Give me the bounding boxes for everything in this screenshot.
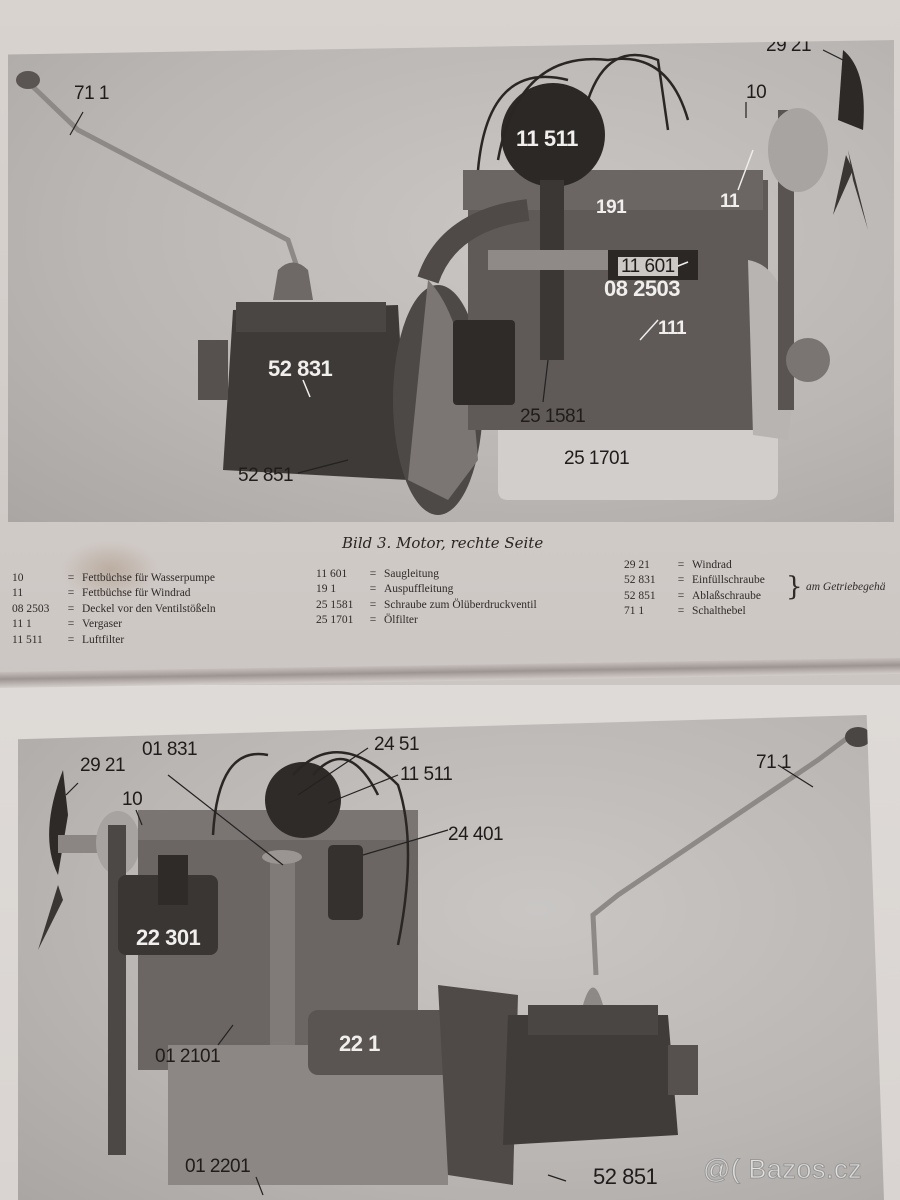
legend-part-number: 19 1 (316, 583, 337, 596)
callout-11-601: 11 601 (618, 257, 678, 276)
legend-part-number: 29 21 (624, 558, 650, 571)
legend-description: Fettbüchse für Windrad (82, 587, 191, 600)
legend-part-number: 10 (12, 571, 24, 584)
callout-29-21: 29 21 (766, 40, 812, 56)
equals-sign: = (677, 589, 685, 602)
figure-caption: Bild 3. Motor, rechte Seite (342, 534, 544, 552)
callout-22-301: 22 301 (136, 925, 201, 950)
callout-191: 191 (596, 197, 627, 218)
callout-08-2503: 08 2503 (604, 276, 681, 301)
legend-item: 29 21 = Windrad (624, 557, 765, 573)
legend-description: Luftfilter (82, 633, 125, 646)
callout-24-401: 24 401 (448, 824, 504, 845)
legend-description: Deckel vor den Ventilstößeln (82, 602, 216, 615)
equals-sign: = (369, 614, 377, 627)
callout-11-511: 11 511 (400, 764, 453, 785)
engine-left-side-photo: 29 21 01 831 10 24 51 11 511 24 401 22 3… (18, 715, 884, 1200)
legend-description: Fettbüchse für Wasserpumpe (82, 571, 215, 584)
engine-illustration (16, 49, 868, 515)
legend-item: 11 601 = Saugleitung (316, 566, 537, 582)
callout-52-851: 52 851 (238, 465, 294, 486)
legend-description: Schalthebel (692, 605, 746, 618)
legend-item: 11 511 = Luftfilter (12, 632, 216, 648)
callout-25-1701: 25 1701 (564, 448, 630, 469)
callout-71-1: 71 1 (756, 752, 791, 773)
legend-item: 11 = Fettbüchse für Windrad (12, 586, 216, 602)
legend-description: Ölfilter (384, 614, 418, 627)
watermark: @( Bazos.cz (703, 1154, 862, 1185)
legend-description: Ablaßschraube (692, 589, 761, 602)
legend-item: 52 831 = Einfüllschraube (624, 573, 765, 589)
legend-description: Auspuffleitung (384, 583, 454, 596)
equals-sign: = (67, 618, 75, 631)
legend-part-number: 52 851 (624, 589, 656, 602)
callout-25-1581: 25 1581 (520, 406, 586, 427)
paper-stain (60, 540, 160, 600)
legend-item: 08 2503 = Deckel vor den Ventilstößeln (12, 601, 216, 617)
legend-description: Windrad (692, 558, 732, 571)
legend-part-number: 11 1 (12, 618, 32, 631)
equals-sign: = (677, 574, 685, 587)
brace-symbol: } (786, 572, 803, 602)
equals-sign: = (67, 633, 75, 646)
legend-part-number: 11 511 (12, 633, 43, 646)
callout-01-831: 01 831 (142, 739, 198, 760)
legend-item: 52 851 = Ablaßschraube (624, 588, 765, 604)
legend-part-number: 25 1581 (316, 598, 354, 611)
legend-part-number: 25 1701 (316, 614, 354, 627)
equals-sign: = (369, 567, 377, 580)
legend-item: 11 1 = Vergaser (12, 617, 216, 633)
callout-10: 10 (746, 82, 767, 103)
brace-note: am Getriebegehä (806, 581, 886, 593)
callout-52-831: 52 831 (268, 356, 333, 381)
legend-item: 25 1701 = Ölfilter (316, 613, 537, 629)
callout-01-2101: 01 2101 (155, 1046, 221, 1067)
callout-10: 10 (122, 789, 143, 810)
legend-description: Vergaser (82, 618, 123, 631)
callout-11-511: 11 511 (516, 126, 578, 151)
equals-sign: = (67, 571, 75, 584)
equals-sign: = (369, 583, 377, 596)
legend-part-number: 71 1 (624, 605, 645, 618)
legend-item: 25 1581 = Schraube zum Ölüberdruckventil (316, 597, 537, 613)
callout-11: 11 (720, 191, 740, 212)
callout-111: 111 (658, 318, 687, 339)
callout-52-851: 52 851 (593, 1164, 658, 1189)
callout-22-1: 22 1 (339, 1031, 380, 1056)
legend-column-2: 11 601 = Saugleitung 19 1 = Auspuffleitung 2… (316, 566, 537, 628)
legend-item: 10 = Fettbüchse für Wasserpumpe (12, 570, 216, 586)
callout-29-21: 29 21 (80, 755, 126, 776)
legend-item: 71 1 = Schalthebel (624, 604, 765, 620)
legend-column-1: 10 = Fettbüchse für Wasserpumpe 11 = Fettbüc… (12, 570, 216, 648)
equals-sign: = (369, 598, 377, 611)
legend-part-number: 08 2503 (12, 602, 50, 615)
callout-01-2201: 01 2201 (185, 1156, 251, 1177)
engine-illustration (38, 727, 871, 1196)
equals-sign: = (67, 602, 75, 615)
legend-description: Einfüllschraube (692, 574, 765, 587)
equals-sign: = (67, 587, 75, 600)
legend-part-number: 11 601 (316, 567, 348, 580)
legend-part-number: 11 (12, 587, 24, 600)
callout-24-51: 24 51 (374, 734, 420, 755)
legend-description: Saugleitung (384, 567, 439, 580)
engine-right-side-photo: 71 1 29 21 10 11 11 511 191 11 601 08 25… (8, 40, 894, 522)
legend-description: Schraube zum Ölüberdruckventil (384, 598, 537, 611)
legend-part-number: 52 831 (624, 574, 656, 587)
legend-item: 19 1 = Auspuffleitung (316, 582, 537, 598)
callout-71-1: 71 1 (74, 83, 109, 104)
legend-column-3: 29 21 = Windrad 52 831 = Einfüllschraube 52 … (624, 557, 765, 619)
equals-sign: = (677, 605, 685, 618)
equals-sign: = (677, 558, 685, 571)
